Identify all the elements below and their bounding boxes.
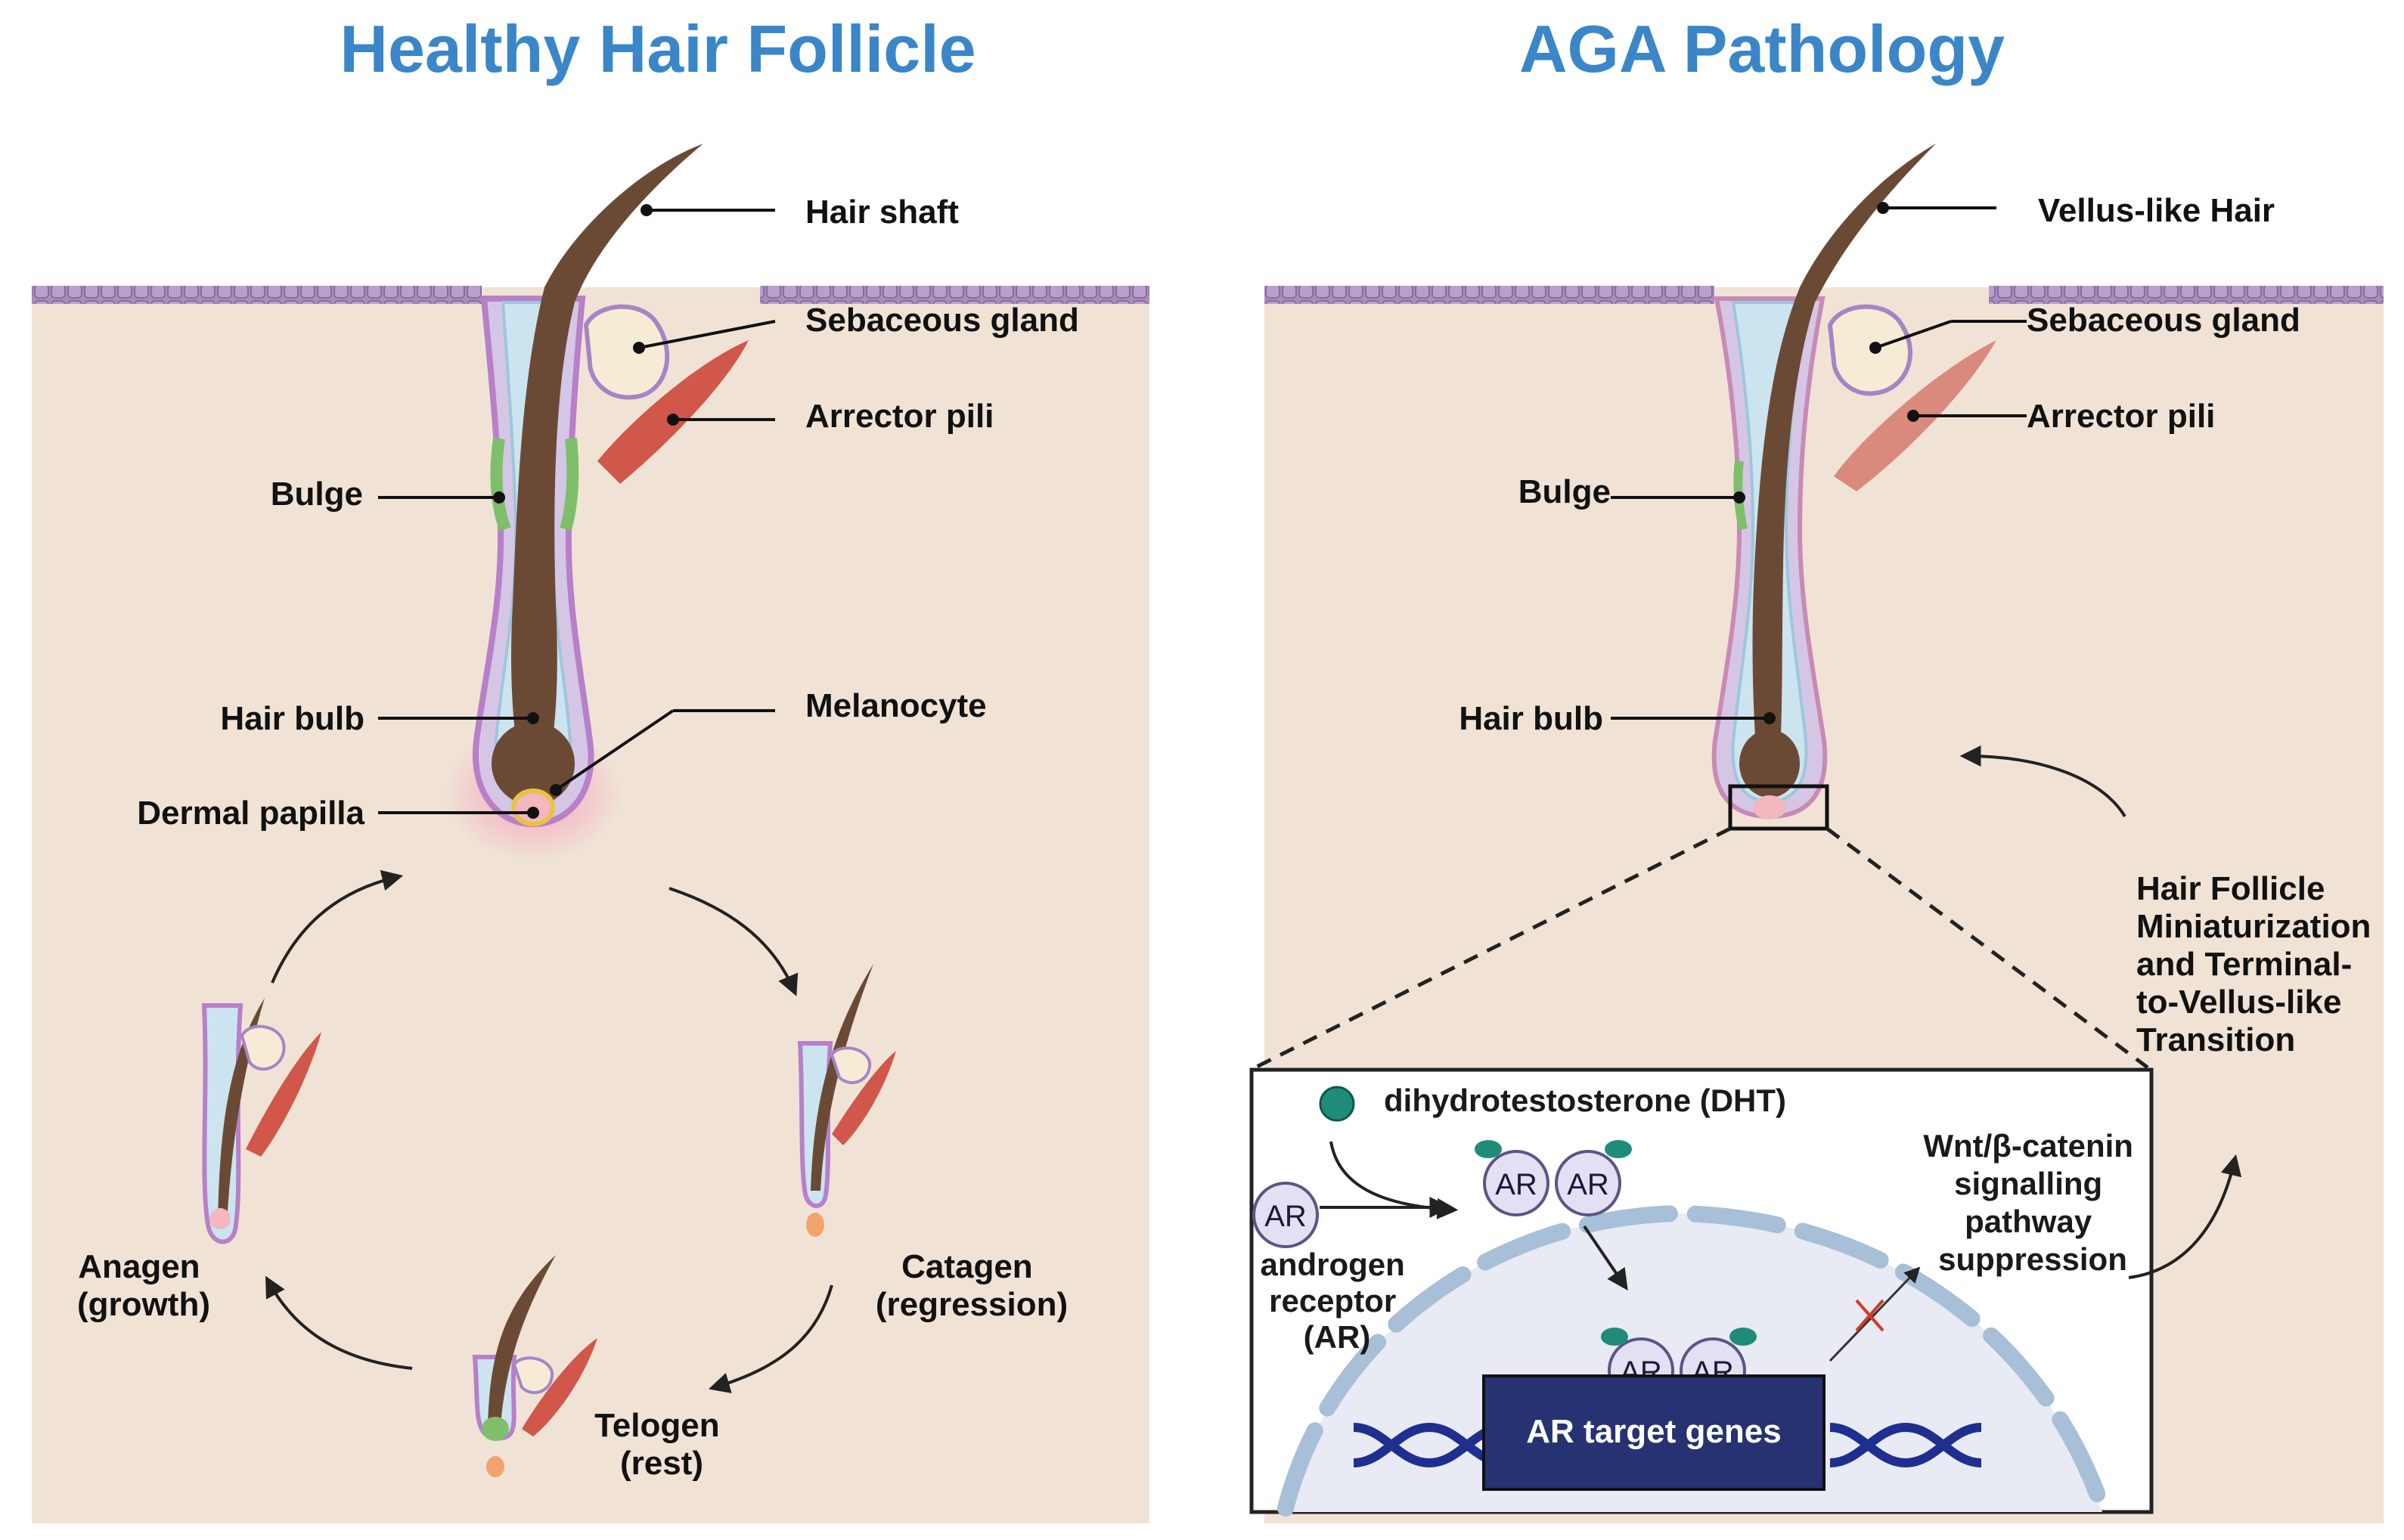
arrow-suppression-up xyxy=(2128,1154,2242,1279)
arrow-nuclear-translocation xyxy=(1583,1225,1628,1291)
leader-melanocyte xyxy=(554,709,675,792)
label-hair-shaft: Hair shaft xyxy=(805,194,959,231)
left-epidermis xyxy=(32,286,482,304)
label-miniaturization: Hair Follicle Miniaturization and Termin… xyxy=(2136,870,2381,1058)
mini-hair-bulb-shape xyxy=(1739,730,1800,798)
label-androgen-receptor: androgen receptor (AR) xyxy=(1260,1247,1413,1355)
dot-mini-bulge xyxy=(1733,491,1745,504)
healthy-follicle xyxy=(442,144,749,862)
left-panel: Healthy Hair Follicle Hair shaft Sebaceo… xyxy=(32,11,1149,1523)
dot-hair-shaft xyxy=(641,204,653,216)
ar-dimer-cytoplasm: AR AR xyxy=(1475,1140,1632,1216)
label-bulge: Bulge xyxy=(271,476,363,513)
mini-dermal-papilla-shape xyxy=(1753,795,1786,820)
leader-mini-sebaceous xyxy=(1875,320,1952,349)
dot-arrector-pili xyxy=(667,414,679,426)
leader-sebaceous-gland xyxy=(638,320,776,349)
dna-left xyxy=(1353,1422,1506,1468)
ar-dimer-right xyxy=(1555,1150,1621,1216)
label-catagen: Catagen (regression) xyxy=(876,1248,1068,1323)
arrow-anagen-to-start xyxy=(271,869,404,984)
vellus-hair-shape xyxy=(1752,144,1936,779)
wnt-block-x-2 xyxy=(1855,1299,1884,1332)
dht-molecule xyxy=(1319,1086,1355,1122)
label-hair-bulb: Hair bulb xyxy=(220,700,364,737)
bulge-region xyxy=(490,437,511,531)
dot-bulge xyxy=(493,491,505,504)
telogen-follicle xyxy=(472,1255,597,1477)
dot-sebaceous-gland xyxy=(633,342,645,354)
arrow-telogen-to-anagen xyxy=(265,1275,413,1370)
label-mini-bulge: Bulge xyxy=(1518,473,1611,510)
ar-dimer-right-label: AR xyxy=(1567,1168,1609,1201)
dot-hair-bulb xyxy=(527,712,539,724)
left-panel-title: Healthy Hair Follicle xyxy=(340,11,976,86)
ar-dimer-left xyxy=(1483,1150,1549,1216)
arrow-miniaturization-up xyxy=(1959,745,2126,818)
dot-mini-hair-bulb xyxy=(1763,712,1776,724)
left-skin-background xyxy=(32,287,1149,1523)
dna-right xyxy=(1829,1422,1982,1468)
hair-shaft-shape xyxy=(510,144,703,786)
bound-dht-right xyxy=(1605,1140,1632,1158)
dot-mini-sebaceous xyxy=(1869,342,1881,354)
nuclear-envelope xyxy=(1277,1204,2111,1517)
label-melanocyte: Melanocyte xyxy=(805,687,987,724)
label-mini-hair-bulb: Hair bulb xyxy=(1459,700,1603,737)
arrow-catagen-to-telogen xyxy=(708,1284,833,1393)
label-anagen: Anagen (growth) xyxy=(77,1248,210,1323)
label-vellus-hair: Vellus-like Hair xyxy=(2038,192,2275,229)
label-ar-target-genes: AR target genes xyxy=(1526,1413,1781,1450)
right-epidermis xyxy=(1264,286,1714,304)
anagen-follicle xyxy=(201,998,321,1244)
ar-dimer-left-label: AR xyxy=(1495,1168,1537,1201)
dot-mini-arrector-pili xyxy=(1907,410,1919,422)
nuclear-dht-left xyxy=(1601,1328,1628,1346)
bound-dht-left xyxy=(1475,1140,1502,1158)
wnt-inhibited-arrow xyxy=(1829,1266,1921,1362)
free-ar-receptor xyxy=(1252,1182,1319,1248)
ar-target-genes-box xyxy=(1482,1374,1825,1491)
label-dermal-papilla: Dermal papilla xyxy=(137,795,364,832)
right-panel-title: AGA Pathology xyxy=(1519,11,2005,86)
dot-vellus-hair xyxy=(1877,202,1889,214)
label-telogen: Telogen (rest) xyxy=(594,1407,729,1482)
right-epidermis-right xyxy=(1989,286,2384,304)
label-sebaceous-gland: Sebaceous gland xyxy=(805,302,1079,339)
miniaturized-follicle xyxy=(1711,144,1996,831)
zoom-line-left xyxy=(1254,826,1732,1070)
bulge-region-right xyxy=(560,438,579,531)
label-mini-arrector-pili: Arrector pili xyxy=(2027,398,2215,435)
molecular-inset: dihydrotestosterone (DHT) AR androgen re… xyxy=(1249,1067,2154,1517)
label-arrector-pili: Arrector pili xyxy=(805,398,994,435)
label-wnt-suppression: Wnt/β-catenin signalling pathway suppres… xyxy=(1923,1128,2142,1277)
dot-dermal-papilla xyxy=(527,807,539,819)
free-ar-label: AR xyxy=(1264,1200,1307,1233)
catagen-follicle xyxy=(797,964,896,1237)
dot-melanocyte xyxy=(550,784,562,796)
nuclear-dht-right xyxy=(1729,1328,1757,1346)
zoom-box xyxy=(1728,784,1829,831)
label-mini-sebaceous-gland: Sebaceous gland xyxy=(2027,302,2300,339)
right-panel: AGA Pathology Vellus-like Hair Sebaceous… xyxy=(1249,11,2384,1523)
label-dht: dihydrotestosterone (DHT) xyxy=(1384,1083,1786,1118)
arrow-to-catagen xyxy=(668,887,799,996)
left-epidermis-right xyxy=(760,286,1149,304)
arrector-pili-shape xyxy=(597,340,749,484)
sebaceous-gland-shape xyxy=(583,304,670,400)
